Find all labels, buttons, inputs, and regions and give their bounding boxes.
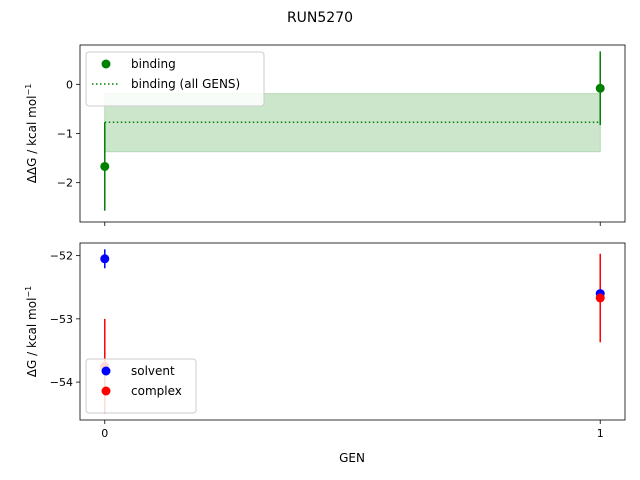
y-axis-label: ΔΔG / kcal mol−1 xyxy=(24,84,39,184)
legend-marker-point xyxy=(101,59,111,69)
y-tick-label: −53 xyxy=(50,313,73,326)
y-tick-label: 0 xyxy=(66,78,73,91)
legend-label: solvent xyxy=(131,364,175,378)
top-panel: −2 −1 0 ΔΔG / kcal mol−1 binding binding (all… xyxy=(24,44,626,226)
legend-label: complex xyxy=(131,384,182,398)
legend-label: binding xyxy=(131,57,176,71)
x-axis-label: GEN xyxy=(339,451,365,465)
y-tick-label: −54 xyxy=(50,376,73,389)
y-axis-label: ΔG / kcal mol−1 xyxy=(24,286,39,377)
legend: binding binding (all GENS) xyxy=(85,51,265,107)
legend-box xyxy=(85,51,265,107)
point-binding-0 xyxy=(100,161,110,171)
x-tick-label: 1 xyxy=(597,427,604,440)
bottom-panel: −54 −53 −52 0 1 ΔG / kcal mol−1 solvent complex xyxy=(24,242,626,440)
legend-marker-point xyxy=(101,386,111,396)
legend-box xyxy=(85,358,197,414)
point-solvent-0 xyxy=(100,254,110,264)
y-tick-label: −2 xyxy=(57,177,73,190)
point-complex-1 xyxy=(595,293,605,303)
point-binding-1 xyxy=(595,83,605,93)
y-tick-label: −52 xyxy=(50,250,73,263)
y-tick-label: −1 xyxy=(57,128,73,141)
figure-title: RUN5270 xyxy=(287,10,353,26)
x-tick-label: 0 xyxy=(101,427,108,440)
legend-label: binding (all GENS) xyxy=(131,77,240,91)
axes-frame xyxy=(79,242,626,421)
legend-marker-point xyxy=(101,366,111,376)
legend: solvent complex xyxy=(85,358,197,414)
